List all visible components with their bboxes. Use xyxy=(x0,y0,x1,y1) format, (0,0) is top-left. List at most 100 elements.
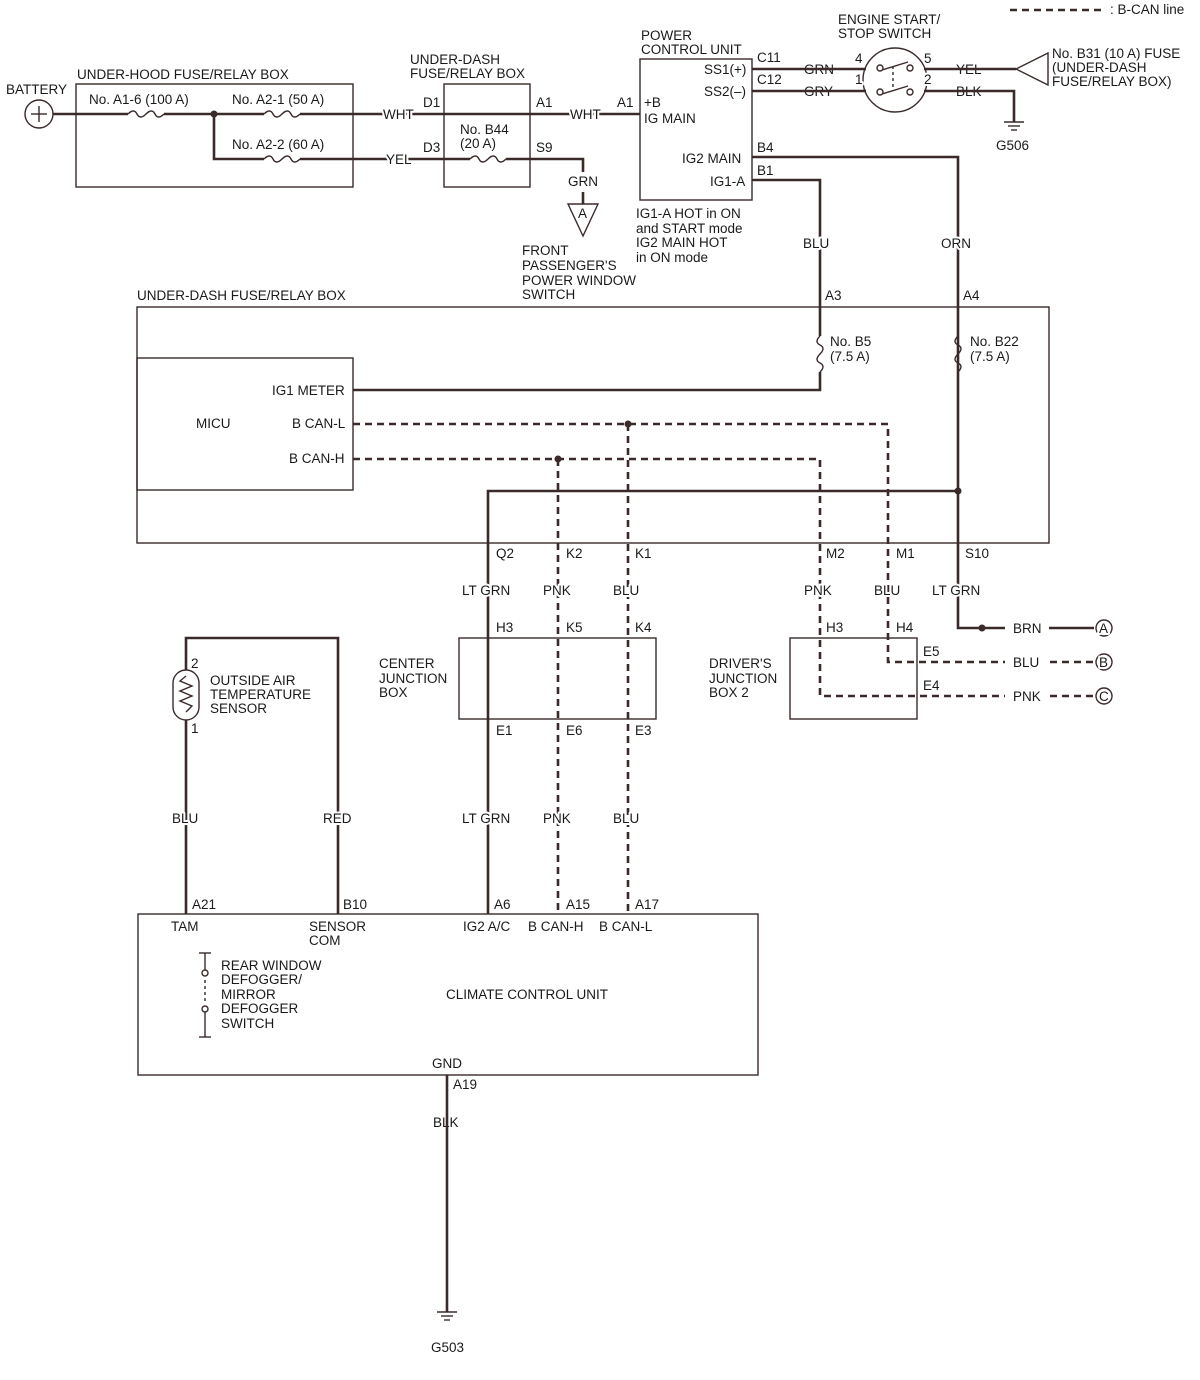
fuse-b31-label-3: FUSE/RELAY BOX) xyxy=(1052,74,1172,89)
wire-ig1-meter xyxy=(353,372,822,392)
fuse-a1-6-label: No. A1-6 (100 A) xyxy=(89,92,189,107)
connector-c-circle-label: C xyxy=(1099,689,1109,704)
drivers-junction-label-3: BOX 2 xyxy=(709,685,749,700)
ccu-term-a21: A21 xyxy=(192,897,216,912)
fuse-b44-label-2: (20 A) xyxy=(460,136,496,151)
out-blu-label-text: BLU xyxy=(1013,655,1039,670)
underdash-small-label-1: UNDER-DASH xyxy=(410,52,500,67)
fuse-b22-label-2: (7.5 A) xyxy=(970,349,1010,364)
fuse-b5-icon xyxy=(816,335,824,373)
ccu-gnd: GND xyxy=(432,1056,462,1071)
connector-a-circle: A xyxy=(1095,619,1113,638)
switch-pin-5: 5 xyxy=(924,51,932,66)
sensor-pin-1: 1 xyxy=(191,721,199,736)
lower-wire-blu2: BLU xyxy=(613,811,639,826)
ccu-ig2-ac: IG2 A/C xyxy=(463,919,511,934)
defog-label-4: DEFOGGER xyxy=(221,1001,299,1016)
fuse-b5-label-1: No. B5 xyxy=(830,334,871,349)
ccu-term-a17: A17 xyxy=(635,897,659,912)
power-control-unit: POWER CONTROL UNIT A1 +B IG MAIN SS1(+) … xyxy=(615,26,784,267)
defogger-switch-icon xyxy=(199,952,211,1038)
ccu-term-a15: A15 xyxy=(566,897,590,912)
sensor-label-1: OUTSIDE AIR xyxy=(210,673,296,688)
term-a1-out: A1 xyxy=(536,95,553,110)
underdash-small-outline xyxy=(443,83,531,188)
center-term-k4: K4 xyxy=(635,620,652,635)
drivers-term-h3: H3 xyxy=(826,620,843,635)
lower-wire-pnk: PNK xyxy=(543,811,571,826)
wire-blu1-label: BLU xyxy=(613,583,639,598)
underdash-fuse-relay-box: UNDER-DASH FUSE/RELAY BOX A3 A4 No. B5 (… xyxy=(135,286,1050,563)
switch-title-2: STOP SWITCH xyxy=(838,26,931,41)
underdash-small-box: UNDER-DASH FUSE/RELAY BOX D1 D3 A1 S9 No… xyxy=(408,50,555,188)
front-pass-label-3: POWER WINDOW xyxy=(522,273,636,288)
underhood-fuse-relay-box: UNDER-HOOD FUSE/RELAY BOX No. A1-6 (100 … xyxy=(75,65,354,188)
fuse-b31-label-1: No. B31 (10 A) FUSE xyxy=(1052,46,1180,61)
center-junction-label-3: BOX xyxy=(379,685,408,700)
ground-g506-icon xyxy=(1004,121,1024,131)
wire-orn-label: ORN xyxy=(941,236,971,251)
ccu-bcan-l: B CAN-L xyxy=(599,919,653,934)
underdash-box-label: UNDER-DASH FUSE/RELAY BOX xyxy=(137,288,346,303)
ground-g503-label: G503 xyxy=(431,1340,464,1355)
drivers-junction-label-2: JUNCTION xyxy=(709,671,777,686)
fuse-b5-label-2: (7.5 A) xyxy=(830,349,870,364)
pcu-note-1: IG1-A HOT in ON xyxy=(636,206,741,221)
pcu-title-1: POWER xyxy=(641,28,692,43)
drivers-junction-outline xyxy=(789,637,918,720)
center-term-h3: H3 xyxy=(496,620,513,635)
switch-pin-2: 2 xyxy=(924,72,932,87)
drivers-term-h4: H4 xyxy=(896,620,914,635)
pcu-plus-b: +B xyxy=(644,95,661,110)
fuse-b22-icon xyxy=(954,335,962,373)
pcu-ss2: SS2(–) xyxy=(704,84,746,99)
term-k1: K1 xyxy=(635,546,652,561)
fuse-a2-1-icon xyxy=(263,110,301,118)
connector-a-triangle xyxy=(566,203,600,238)
term-a4: A4 xyxy=(963,288,980,303)
out-brn-label-text: BRN xyxy=(1013,621,1042,636)
wire-ltgrn2-label: LT GRN xyxy=(932,583,980,598)
defog-label-3: MIRROR xyxy=(221,987,276,1002)
underdash-small-label-2: FUSE/RELAY BOX xyxy=(410,66,525,81)
wire-wht2-label: WHT xyxy=(570,107,601,122)
connector-b-circle: B xyxy=(1095,653,1113,672)
wire-blu2-label: BLU xyxy=(874,583,900,598)
pcu-b1: B1 xyxy=(757,163,774,178)
battery-label: BATTERY xyxy=(6,82,67,97)
pcu-note-3: IG2 MAIN HOT xyxy=(636,235,728,250)
ccu-term-b10: B10 xyxy=(343,897,367,912)
ig2-splice xyxy=(954,487,962,495)
fuse-a2-2-icon xyxy=(263,155,301,163)
switch-pin-1: 1 xyxy=(855,72,863,87)
battery: BATTERY xyxy=(4,80,69,129)
lower-wire-blu: BLU xyxy=(172,811,198,826)
connector-a-circle-label: A xyxy=(1099,621,1108,636)
fuse-b44-label-1: No. B44 xyxy=(460,122,509,137)
term-a3: A3 xyxy=(825,288,842,303)
engine-start-stop-switch: ENGINE START/ STOP SWITCH GRN GRY 4 1 5 … xyxy=(802,10,1182,155)
term-q2: Q2 xyxy=(496,546,514,561)
term-k2: K2 xyxy=(566,546,583,561)
term-s10: S10 xyxy=(965,546,989,561)
drivers-term-e4: E4 xyxy=(923,678,940,693)
drivers-junction-label-1: DRIVER'S xyxy=(709,656,772,671)
drivers-term-e5: E5 xyxy=(923,644,940,659)
micu-bcan-h: B CAN-H xyxy=(289,451,345,466)
ccu-term-a19: A19 xyxy=(453,1077,477,1092)
drivers-junction-box-2: DRIVER'S JUNCTION BOX 2 H3 H4 E5 E4 xyxy=(707,618,942,720)
sensor-pin-2: 2 xyxy=(191,656,199,671)
sensor-label-3: SENSOR xyxy=(210,701,267,716)
term-m1: M1 xyxy=(896,546,915,561)
fuse-b31-triangle-icon xyxy=(1014,51,1049,87)
pcu-note-4: in ON mode xyxy=(636,250,708,265)
switch-pin-4: 4 xyxy=(855,51,863,66)
center-term-e1: E1 xyxy=(496,723,513,738)
sensor-label-2: TEMPERATURE xyxy=(210,687,311,702)
wire-yel-label: YEL xyxy=(386,152,412,167)
wire-grn-label: GRN xyxy=(568,174,598,189)
term-s9: S9 xyxy=(536,140,553,155)
center-term-e6: E6 xyxy=(566,723,583,738)
connector-c-circle: C xyxy=(1095,687,1113,706)
ccu-sensor-com-2: COM xyxy=(309,933,341,948)
